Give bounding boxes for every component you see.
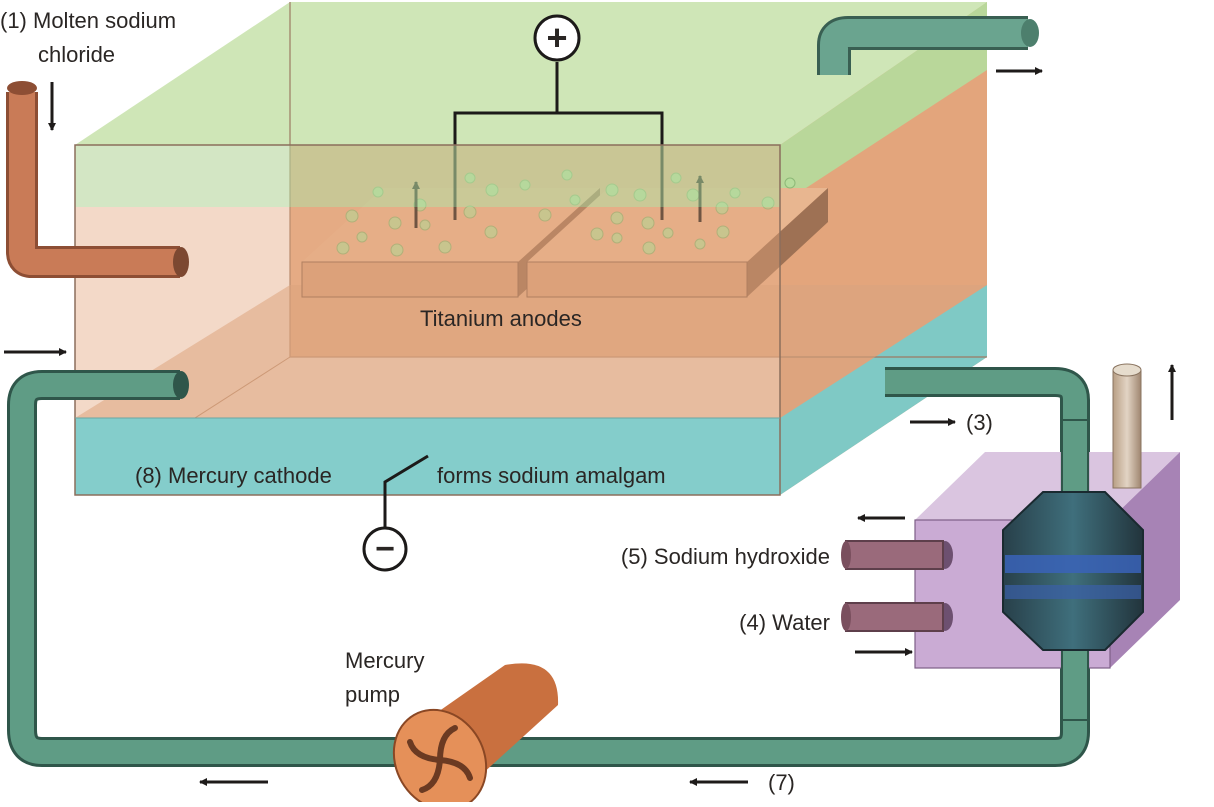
- sodium-hydroxide-pipe: [845, 540, 944, 570]
- chlorine-outlet-pipe: [817, 16, 1039, 75]
- mercury-surface: [75, 285, 987, 418]
- front-brine-layer: [75, 207, 780, 418]
- decomposer-side-pipes: [841, 540, 944, 632]
- front-chlorine-layer: [75, 145, 780, 207]
- cell-right-chlorine: [780, 2, 987, 205]
- negative-symbol: −: [375, 530, 395, 568]
- label-mercury-cathode: (8) Mercury cathode: [135, 463, 332, 488]
- label-molten-line2: chloride: [38, 42, 115, 67]
- label-pump-line2: pump: [345, 682, 400, 707]
- positive-terminal: [533, 14, 581, 62]
- negative-terminal: [362, 526, 408, 572]
- label-pump-line1: Mercury: [345, 648, 424, 673]
- hydrogen-outlet-pipe: [1112, 369, 1142, 489]
- cell-top-surface: [75, 2, 987, 145]
- cell-right-mercury: [780, 285, 987, 495]
- label-step3: (3): [966, 410, 993, 435]
- label-titanium-anodes: Titanium anodes: [420, 306, 582, 331]
- anode-right-front: [526, 261, 748, 298]
- label-sodium-hydroxide: (5) Sodium hydroxide: [621, 544, 830, 569]
- label-forms-amalgam: forms sodium amalgam: [437, 463, 666, 488]
- label-step7: (7): [768, 770, 795, 795]
- water-pipe: [845, 602, 944, 632]
- label-molten-line1: (1) Molten sodium: [0, 8, 176, 33]
- molten-salt-inlet-pipe: [6, 81, 189, 278]
- label-water: (4) Water: [739, 610, 830, 635]
- negative-wire: [383, 454, 429, 528]
- decomposer-unit: [914, 363, 1180, 721]
- pump-impeller-icon: [407, 725, 473, 793]
- flow-arrows: [4, 67, 1176, 786]
- anode-right-side: [747, 188, 828, 297]
- cell-front-face: [74, 144, 781, 496]
- mercury-loop-pipe: [7, 367, 1090, 767]
- positive-symbol: +: [546, 17, 567, 58]
- mercury-pump: [392, 663, 559, 807]
- anode-left-front: [301, 261, 519, 298]
- front-frame: [74, 144, 781, 496]
